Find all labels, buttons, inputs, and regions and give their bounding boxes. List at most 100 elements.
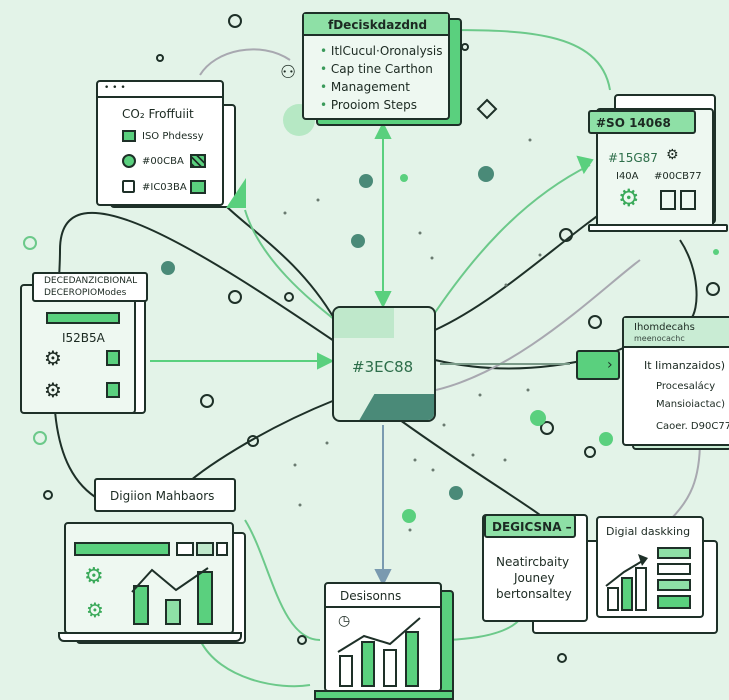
connector-line	[52, 211, 341, 501]
node-dot	[351, 234, 365, 248]
connector-line	[434, 199, 621, 331]
chart-bar	[621, 577, 633, 611]
arrow-head	[374, 121, 392, 139]
connector-line	[669, 439, 701, 521]
arrow-head	[374, 569, 392, 587]
divider	[326, 606, 440, 608]
bottom-center-card[interactable]: Desisonns ◷	[324, 582, 442, 692]
header-line: Ihomdecahs	[634, 322, 695, 333]
connector-line	[199, 639, 311, 688]
gear-icon[interactable]: ⚙	[44, 378, 62, 402]
input-bar[interactable]	[46, 312, 120, 324]
square-icon	[176, 542, 194, 556]
node-dot	[713, 249, 719, 255]
connector-line	[179, 399, 336, 491]
connector-line	[244, 519, 321, 641]
node-dot	[247, 435, 259, 447]
card-base	[58, 632, 242, 642]
list-item: ItlCucul·Oronalysis	[320, 42, 443, 60]
chart-bar	[133, 585, 149, 625]
gear-icon[interactable]: ⚙	[84, 564, 104, 589]
connector-line	[435, 259, 641, 391]
gear-icon[interactable]: ⚙	[86, 598, 104, 622]
square-icon	[680, 190, 696, 210]
right-top-card-tag: #SO 14068	[588, 110, 696, 134]
side-dashboard-card[interactable]: Digial daskking	[596, 516, 704, 618]
square-icon	[106, 350, 120, 366]
right-mid-card[interactable]: Ihomdecahs meenocachc It Iimanzaidos) Pr…	[622, 316, 729, 446]
code-label: I40A	[616, 171, 639, 182]
connector-line	[679, 239, 698, 321]
list-item: Management	[320, 78, 443, 96]
gear-icon[interactable]: ⚙	[618, 184, 640, 212]
node-dot	[402, 509, 416, 523]
circle-icon	[122, 154, 136, 168]
center-node-label: #3EC88	[352, 358, 414, 376]
arrow-head	[576, 155, 594, 175]
node-dot	[33, 431, 47, 445]
user-group-icon: ⚇	[280, 62, 297, 83]
list-bar	[657, 595, 691, 609]
square-icon	[122, 130, 136, 142]
footer-label: Caoer. D90C77	[656, 421, 729, 432]
trend-line	[337, 617, 421, 653]
chart-bar	[635, 567, 647, 611]
connector-line	[399, 419, 541, 516]
node-dot	[43, 490, 53, 500]
menu-icon	[190, 180, 206, 194]
connector-line	[429, 164, 591, 321]
card-base	[588, 224, 728, 232]
node-dot	[478, 166, 494, 182]
square-icon	[216, 542, 228, 556]
list-item: Prooiom Steps	[320, 96, 443, 114]
card-title: Desisonns	[340, 589, 402, 603]
connector-line	[199, 48, 291, 76]
code-label: #00CB77	[654, 171, 702, 182]
left-mid-card-header: DECEDANZICBIONAL DECEROPIOModes	[32, 272, 148, 302]
node-dot	[400, 174, 408, 182]
left-top-card[interactable]: • • • CO₂ Froffuiit ISO Phdessy #00CBA #…	[96, 80, 224, 206]
row-label: #00CBA	[142, 156, 184, 167]
node-dot	[540, 421, 554, 435]
row-label: ISO Phdessy	[142, 131, 204, 142]
list-item: Cap tine Carthon	[320, 60, 443, 78]
header-line: DECEDANZICBIONAL	[44, 276, 138, 286]
center-node[interactable]: #3EC88	[332, 306, 436, 422]
top-card-list: ItlCucul·Oronalysis Cap tine Carthon Man…	[320, 42, 443, 114]
accent-triangle	[226, 178, 246, 208]
field-value: I52B5A	[62, 331, 105, 345]
node-dot	[156, 54, 164, 62]
text-line: Jouney	[514, 571, 555, 585]
node-dot	[359, 174, 373, 188]
diamond-icon	[476, 98, 498, 120]
node-dot	[297, 635, 307, 645]
center-node-accent	[353, 394, 434, 420]
text-line: Neatircbaity	[496, 555, 570, 569]
arrow-head	[374, 291, 392, 309]
bar-chart	[131, 567, 213, 625]
node-dot	[228, 290, 242, 304]
collapse-button[interactable]	[576, 350, 620, 380]
chart-bar	[607, 587, 619, 611]
node-dot	[200, 394, 214, 408]
checkbox-icon[interactable]	[122, 180, 135, 193]
bottom-left-card[interactable]: ⚙ ⚙	[64, 522, 234, 634]
top-card-title: fDeciskdazdnd	[328, 18, 428, 32]
right-mid-card-header	[624, 318, 729, 348]
node-dot	[449, 486, 463, 500]
square-icon	[196, 542, 214, 556]
node-dot	[530, 410, 546, 426]
left-mid-card[interactable]: DECEDANZICBIONAL DECEROPIOModes I52B5A ⚙…	[20, 272, 148, 414]
card-base	[314, 690, 454, 700]
top-card[interactable]: fDeciskdazdnd ItlCucul·Oronalysis Cap ti…	[302, 12, 450, 120]
chevron-right-icon[interactable]: ›	[607, 357, 613, 373]
gear-icon[interactable]: ⚙	[44, 346, 62, 370]
left-top-card-title: CO₂ Froffuiit	[122, 107, 194, 121]
row-label: #IC03BA	[142, 182, 187, 193]
text-line: bertonsaltey	[496, 587, 572, 601]
arrow-head	[638, 554, 648, 566]
code-label: #15G87	[608, 151, 658, 165]
node-dot	[588, 315, 602, 329]
node-dot	[228, 14, 242, 28]
